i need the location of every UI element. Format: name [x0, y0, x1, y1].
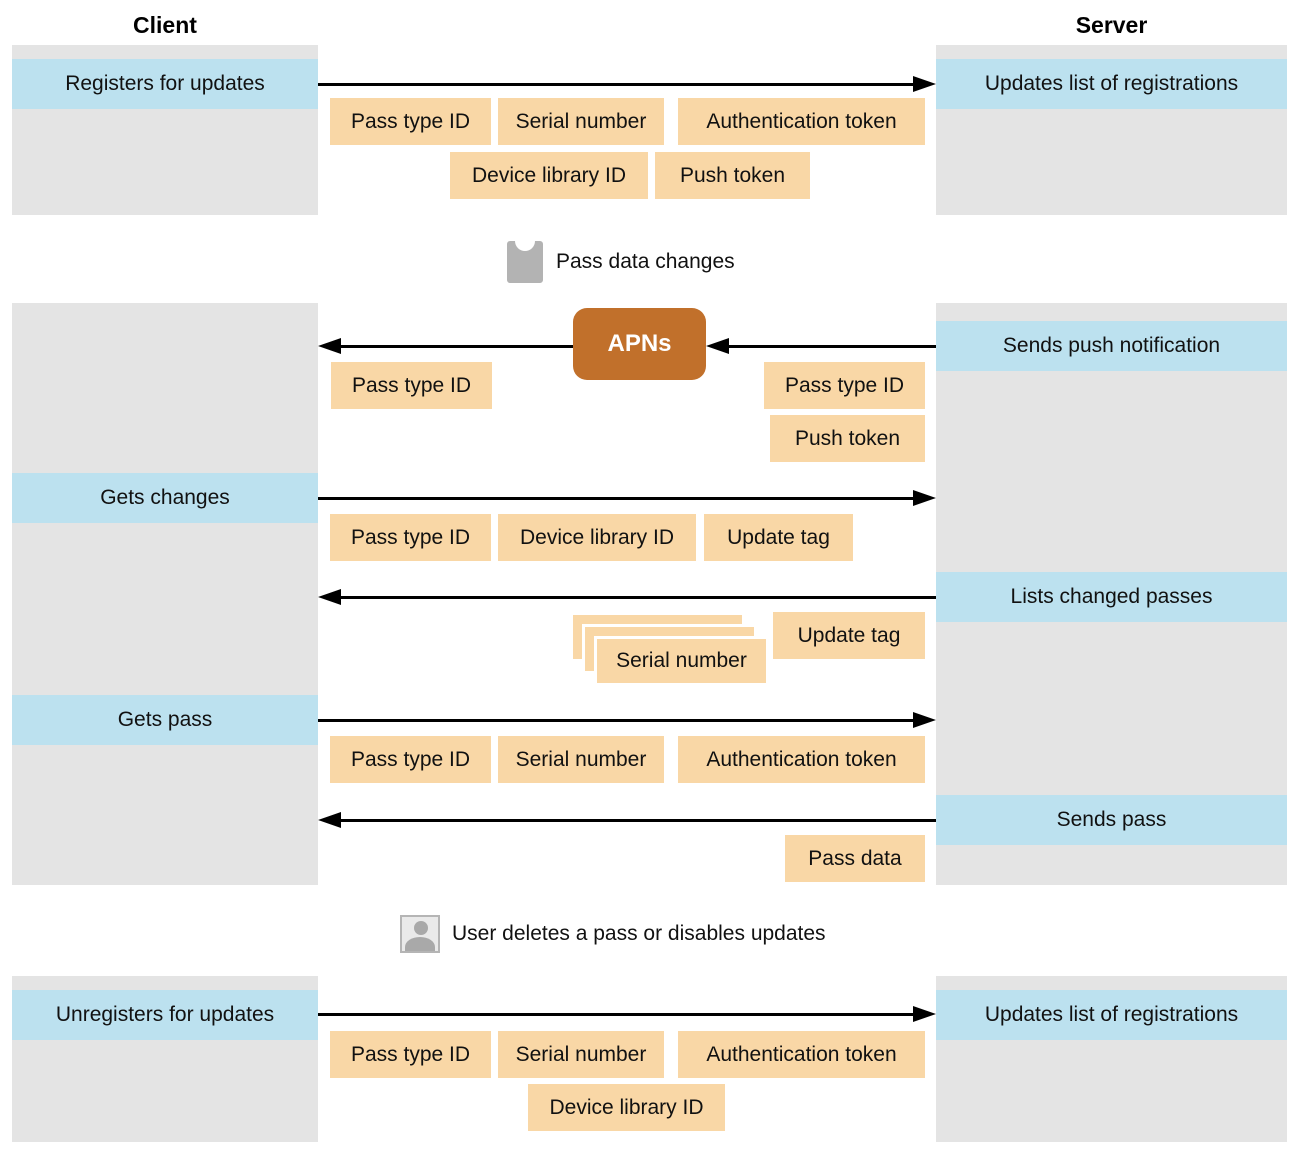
chip-pass-type-id: Pass type ID	[330, 736, 491, 783]
chip-pass-type-id: Pass type ID	[764, 362, 925, 409]
arrow-gets-pass-line	[318, 719, 916, 722]
arrow-push-to-apns-line	[728, 345, 936, 348]
chip-pass-type-id: Pass type ID	[330, 1031, 491, 1078]
note-user-deletes: User deletes a pass or disables updates	[452, 922, 826, 945]
arrow-gets-changes-line	[318, 497, 916, 500]
arrow-register-line	[318, 83, 916, 86]
chip-serial-number: Serial number	[498, 98, 664, 145]
arrow-gets-changes-head-icon	[913, 490, 936, 506]
pass-icon-notch	[515, 231, 535, 251]
server-row-lists-changed: Lists changed passes	[936, 572, 1287, 622]
chip-pass-data: Pass data	[785, 835, 925, 882]
client-block-update	[12, 303, 318, 885]
arrow-register-head-icon	[913, 76, 936, 92]
chip-device-library-id: Device library ID	[450, 152, 648, 199]
chip-device-library-id: Device library ID	[498, 514, 696, 561]
arrow-push-to-client-line	[340, 345, 573, 348]
client-row-registers: Registers for updates	[12, 59, 318, 109]
arrow-gets-pass-head-icon	[913, 712, 936, 728]
chip-pass-type-id: Pass type ID	[331, 362, 492, 409]
server-row-sends-push: Sends push notification	[936, 321, 1287, 371]
server-row-updates-list-2: Updates list of registrations	[936, 990, 1287, 1040]
chip-authentication-token: Authentication token	[678, 1031, 925, 1078]
arrow-sends-pass-head-icon	[318, 812, 341, 828]
note-pass-data-changes: Pass data changes	[556, 250, 735, 273]
server-row-updates-list: Updates list of registrations	[936, 59, 1287, 109]
chip-serial-number: Serial number	[594, 636, 769, 686]
chip-push-token: Push token	[770, 415, 925, 462]
arrow-unregister-line	[318, 1013, 916, 1016]
arrow-lists-changed-line	[340, 596, 936, 599]
pass-icon	[507, 231, 543, 283]
arrow-sends-pass-line	[340, 819, 936, 822]
arrow-push-to-client-head-icon	[318, 338, 341, 354]
chip-push-token: Push token	[655, 152, 810, 199]
client-row-gets-pass: Gets pass	[12, 695, 318, 745]
user-icon-head	[414, 921, 428, 935]
chip-serial-number: Serial number	[498, 736, 664, 783]
user-icon	[400, 915, 440, 953]
client-row-gets-changes: Gets changes	[12, 473, 318, 523]
chip-serial-number: Serial number	[498, 1031, 664, 1078]
chip-device-library-id: Device library ID	[528, 1084, 725, 1131]
chip-update-tag: Update tag	[773, 612, 925, 659]
chip-authentication-token: Authentication token	[678, 98, 925, 145]
chip-pass-type-id: Pass type ID	[330, 514, 491, 561]
chip-pass-type-id: Pass type ID	[330, 98, 491, 145]
server-row-sends-pass: Sends pass	[936, 795, 1287, 845]
client-column-title: Client	[133, 11, 197, 38]
arrow-unregister-head-icon	[913, 1006, 936, 1022]
chip-authentication-token: Authentication token	[678, 736, 925, 783]
arrow-push-to-apns-head-icon	[706, 338, 729, 354]
user-icon-body	[405, 937, 435, 951]
apns-node: APNs	[573, 308, 706, 380]
client-row-unregisters: Unregisters for updates	[12, 990, 318, 1040]
arrow-lists-changed-head-icon	[318, 589, 341, 605]
server-column-title: Server	[1075, 11, 1148, 38]
chip-update-tag: Update tag	[704, 514, 853, 561]
